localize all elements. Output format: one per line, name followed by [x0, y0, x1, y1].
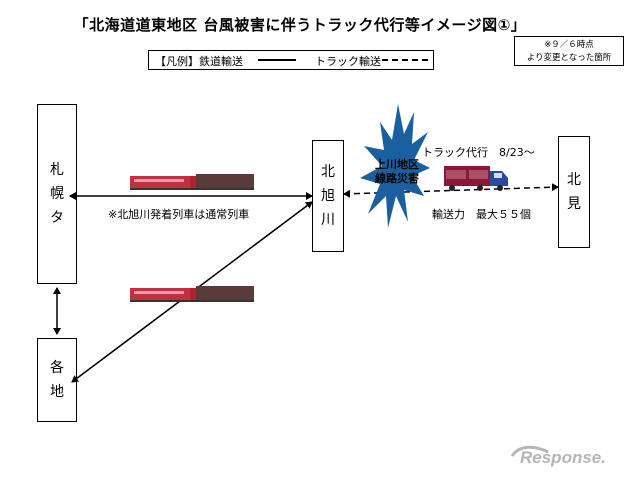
page-title: 「北海道道東地区 台風被害に伴うトラック代行等イメージ図①」	[73, 16, 527, 34]
station-kakuchi: 各 地	[37, 338, 77, 422]
station-kakuchi-char-2: 地	[50, 384, 64, 400]
station-kitaasahikawa-char-3: 川	[321, 212, 335, 228]
watermark-swoosh	[510, 445, 549, 457]
station-sapporo-char-1: 札	[50, 162, 64, 178]
disaster-label: 上川地区 線路災害	[362, 158, 432, 186]
rail-note: ※北旭川発着列車は通常列車	[108, 208, 250, 221]
update-note-line1: ※９／６時点	[544, 40, 594, 50]
station-sapporo-char-3: タ	[50, 210, 64, 226]
watermark-logo: Response.	[520, 448, 606, 467]
station-kakuchi-char-1: 各	[50, 360, 64, 376]
truck-icon	[444, 166, 508, 191]
train-icon-upper	[130, 174, 254, 190]
disaster-burst	[360, 104, 430, 228]
station-kitaasahikawa-char-1: 北	[321, 164, 335, 180]
update-note: ※９／６時点 より変更となった箇所	[514, 36, 624, 66]
disaster-label-line1: 上川地区	[375, 158, 419, 171]
legend-truck-label: トラック輸送	[315, 55, 381, 68]
train-icon-lower	[130, 286, 254, 302]
station-kitami: 北 見	[558, 136, 590, 248]
legend: 【凡例】鉄道輸送 トラック輸送	[148, 50, 434, 70]
station-kitami-char-2: 見	[567, 196, 581, 212]
station-sapporo: 札 幌 タ	[37, 104, 77, 284]
station-kitaasahikawa-char-2: 旭	[321, 188, 335, 204]
truck-service-label: トラック代行 8/23～	[422, 146, 535, 159]
disaster-label-line2: 線路災害	[375, 172, 419, 185]
station-kitami-char-1: 北	[567, 172, 581, 188]
update-note-line2: より変更となった箇所	[526, 53, 612, 63]
capacity-label: 輸送力 最大５５個	[432, 208, 531, 221]
station-kitaasahikawa: 北 旭 川	[312, 140, 344, 252]
station-sapporo-char-2: 幌	[50, 186, 64, 202]
legend-rail-label: 【凡例】鉄道輸送	[155, 55, 243, 68]
